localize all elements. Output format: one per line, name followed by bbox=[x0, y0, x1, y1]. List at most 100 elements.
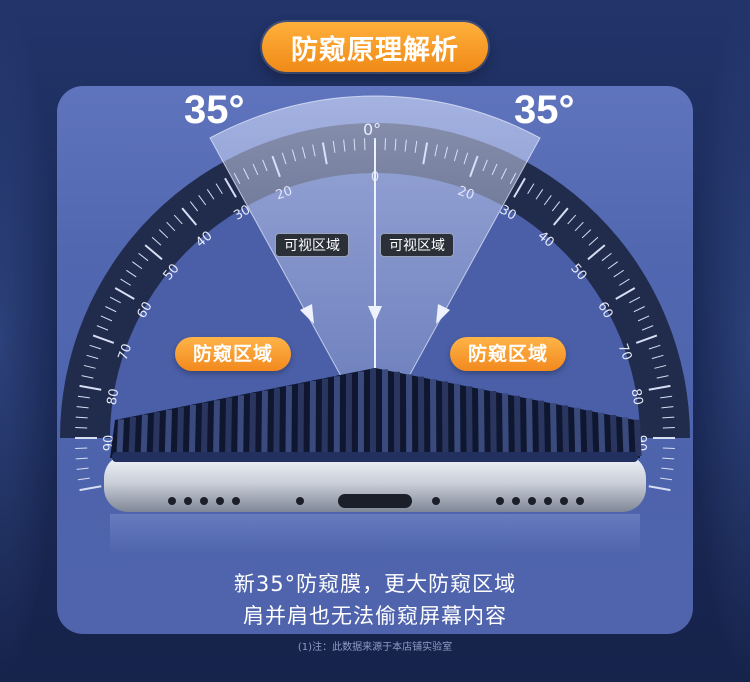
tick-mark bbox=[77, 477, 90, 481]
tick-mark bbox=[648, 485, 671, 492]
louver-slat bbox=[430, 379, 437, 456]
tick-mark bbox=[513, 177, 526, 198]
tick-mark bbox=[158, 229, 169, 239]
tick-mark bbox=[641, 325, 654, 331]
scale-label: 80 bbox=[105, 387, 123, 406]
tick-mark bbox=[105, 306, 117, 313]
phone-body bbox=[104, 452, 646, 512]
tick-mark bbox=[656, 375, 669, 379]
tick-mark bbox=[527, 183, 535, 195]
tick-mark bbox=[654, 364, 667, 369]
speaker-hole bbox=[496, 497, 504, 505]
tick-mark bbox=[662, 416, 675, 419]
louver-slat bbox=[598, 412, 606, 456]
louver-slat bbox=[562, 405, 570, 456]
tick-mark bbox=[89, 344, 102, 350]
tick-mark bbox=[86, 354, 99, 360]
tick-mark bbox=[166, 221, 176, 232]
tick-mark bbox=[607, 261, 618, 270]
louver-slat bbox=[297, 383, 304, 456]
louver-slat bbox=[574, 407, 582, 456]
tick-mark bbox=[206, 189, 215, 200]
tick-mark bbox=[535, 189, 544, 200]
louver-slat bbox=[466, 386, 473, 456]
tick-mark bbox=[662, 457, 675, 460]
louver-slat bbox=[140, 414, 148, 456]
louver-slat bbox=[273, 388, 280, 456]
louver-slat bbox=[200, 402, 208, 456]
tick-mark bbox=[144, 244, 163, 261]
scale-label: 30 bbox=[231, 202, 253, 223]
louver-slat bbox=[309, 381, 316, 456]
tick-mark bbox=[76, 467, 89, 470]
louver-slat bbox=[357, 371, 364, 456]
louver-slat bbox=[261, 390, 268, 456]
tick-mark bbox=[629, 296, 641, 304]
louver-slat bbox=[128, 417, 136, 456]
tick-mark bbox=[574, 221, 584, 232]
tick-mark bbox=[96, 325, 109, 331]
louver-slat bbox=[478, 388, 485, 456]
tick-mark bbox=[81, 375, 94, 379]
tick-mark bbox=[648, 384, 671, 391]
louver-slat bbox=[152, 412, 160, 456]
tick-mark bbox=[75, 457, 88, 460]
center-arrow-icon bbox=[368, 306, 382, 322]
louver-slat bbox=[116, 419, 124, 456]
page-title: 防窥原理解析 bbox=[262, 22, 488, 72]
louver-slat bbox=[213, 400, 220, 456]
louver-slat bbox=[394, 371, 401, 456]
tick-mark bbox=[615, 287, 636, 300]
louver-slat bbox=[622, 417, 630, 456]
tick-mark bbox=[587, 244, 606, 261]
louver-slat bbox=[188, 405, 196, 456]
scale-label: 70 bbox=[615, 342, 635, 363]
tick-mark bbox=[648, 344, 661, 350]
left-arrow-icon bbox=[300, 304, 314, 324]
louver-slat bbox=[237, 395, 244, 456]
tick-mark bbox=[138, 252, 149, 262]
louver-slat bbox=[369, 369, 376, 456]
speaker-hole bbox=[576, 497, 584, 505]
tick-mark bbox=[114, 287, 135, 300]
tick-mark bbox=[126, 269, 137, 278]
tick-mark bbox=[151, 236, 162, 246]
tick-mark bbox=[618, 278, 630, 286]
tick-mark bbox=[567, 214, 577, 225]
tick-mark bbox=[224, 177, 237, 198]
visible-zone-left: 可视区域 bbox=[275, 233, 349, 257]
tick-mark bbox=[132, 261, 143, 270]
scale-label: 80 bbox=[628, 387, 646, 406]
tick-mark bbox=[635, 334, 658, 344]
louver-slat bbox=[285, 385, 292, 456]
tick-mark bbox=[637, 315, 650, 322]
tick-mark bbox=[601, 252, 612, 262]
privacy-zone-left: 防窥区域 bbox=[175, 337, 292, 371]
tick-mark bbox=[581, 229, 592, 239]
louver-slat bbox=[634, 419, 642, 456]
tick-mark bbox=[651, 354, 664, 360]
louver-slat bbox=[176, 407, 184, 456]
tick-mark bbox=[189, 201, 199, 212]
tick-mark bbox=[75, 416, 88, 419]
louver-slat bbox=[225, 397, 232, 456]
visible-zone-right: 可视区域 bbox=[380, 233, 454, 257]
tick-mark bbox=[76, 406, 89, 409]
data-source-note: (1)注：此数据来源于本店铺实验室 bbox=[297, 642, 453, 653]
tick-mark bbox=[613, 269, 624, 278]
speaker-hole bbox=[560, 497, 568, 505]
left-angle-label: 35° bbox=[184, 88, 245, 132]
louver-slat bbox=[502, 393, 509, 456]
tick-mark bbox=[181, 207, 198, 226]
tick-mark bbox=[120, 278, 132, 286]
speaker-hole bbox=[512, 497, 520, 505]
speaker-hole bbox=[200, 497, 208, 505]
tick-mark bbox=[198, 195, 207, 206]
page-title-text: 防窥原理解析 bbox=[291, 34, 459, 66]
tick-mark bbox=[83, 364, 96, 369]
caption-line-2: 肩并肩也无法偷窥屏幕内容 bbox=[243, 604, 507, 628]
louver-slat bbox=[382, 369, 389, 456]
scale-label: 70 bbox=[116, 342, 136, 363]
tick-mark bbox=[100, 315, 113, 322]
